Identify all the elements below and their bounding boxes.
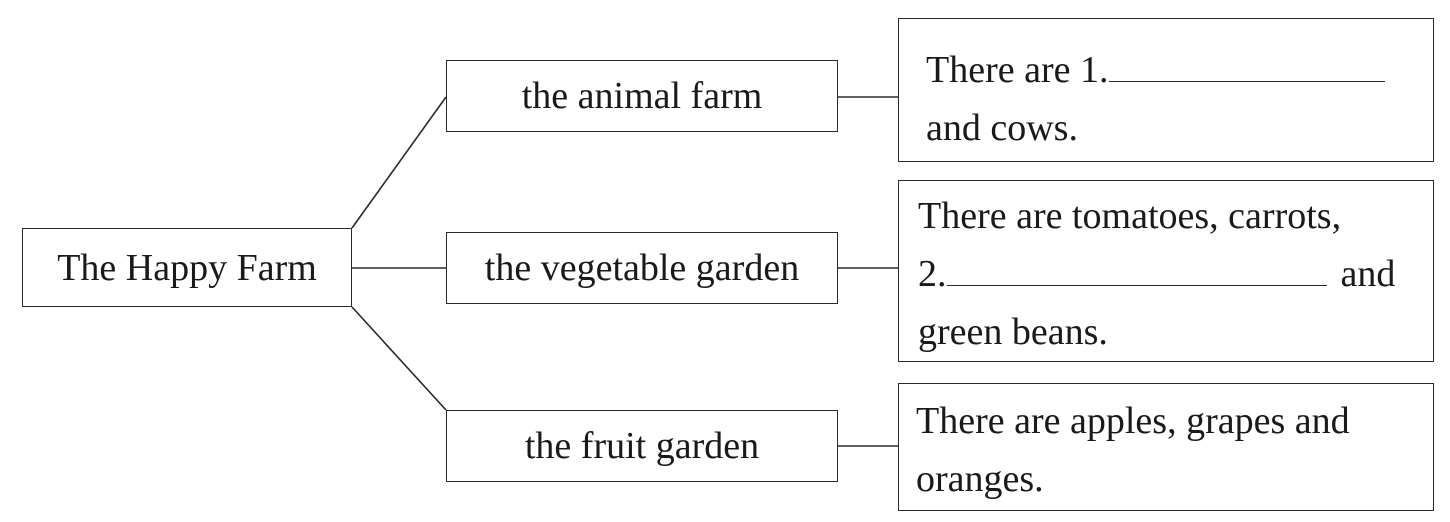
connector-root-to-animal-farm	[351, 96, 447, 229]
branch-label-fruit-garden: the fruit garden	[524, 425, 760, 467]
branch-node-vegetable-garden: the vegetable garden	[446, 232, 838, 304]
branch-node-fruit-garden: the fruit garden	[446, 410, 838, 482]
detail-box-animal-farm: There are 1. and cows.	[898, 18, 1434, 162]
detail-line: There are apples, grapes and	[916, 400, 1350, 442]
detail-line: oranges.	[916, 458, 1044, 500]
detail-text: There are 1.	[926, 49, 1109, 91]
detail-box-vegetable-garden: There are tomatoes, carrots, 2. and green…	[898, 180, 1434, 362]
root-node-label: The Happy Farm	[57, 246, 317, 289]
branch-node-animal-farm: the animal farm	[446, 60, 838, 132]
detail-box-fruit-garden: There are apples, grapes and oranges.	[898, 383, 1434, 511]
detail-text: and	[1340, 253, 1396, 295]
branch-label-vegetable-garden: the vegetable garden	[484, 247, 800, 289]
detail-line: green beans.	[918, 311, 1108, 353]
detail-line: There are tomatoes, carrots,	[918, 195, 1342, 237]
detail-line: and cows.	[926, 107, 1078, 149]
answer-blank-2[interactable]	[946, 259, 1327, 286]
detail-line: There are 1.	[926, 41, 1433, 99]
detail-text: 2.	[918, 253, 947, 295]
connector-root-to-fruit-garden	[351, 306, 447, 411]
branch-label-animal-farm: the animal farm	[521, 75, 763, 117]
answer-blank-1[interactable]	[1108, 55, 1385, 82]
detail-line: 2. and	[918, 245, 1433, 303]
root-node: The Happy Farm	[22, 228, 352, 307]
